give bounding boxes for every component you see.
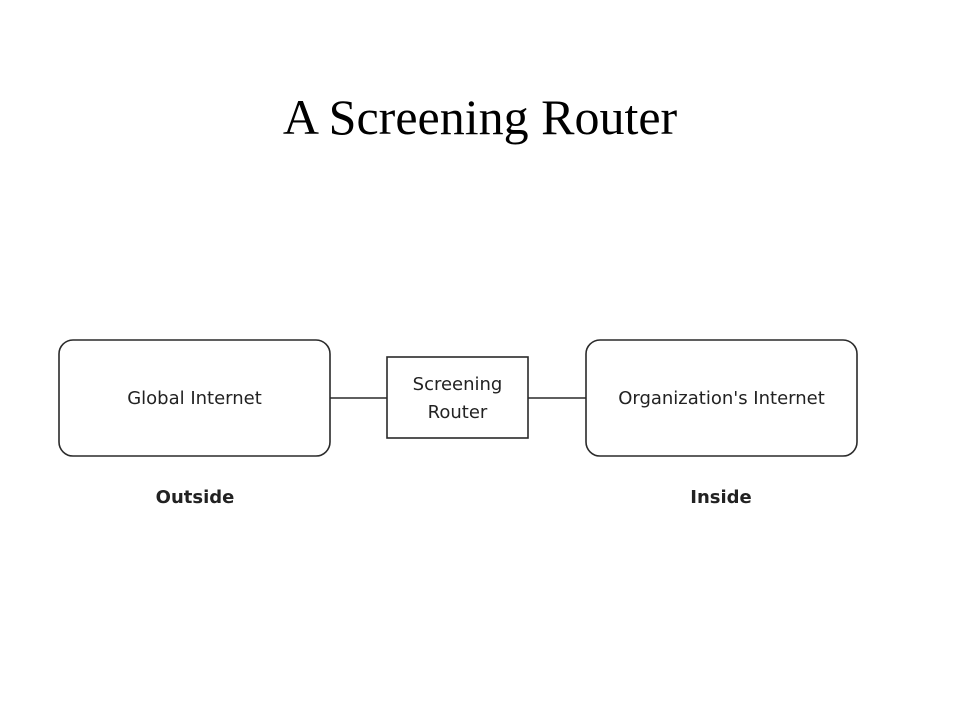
node-screening-router-box [386,356,529,439]
zone-label-inside: Inside [690,487,752,508]
node-organizations-internet: Organization's Internet [585,339,858,457]
node-global-internet-box [58,339,331,457]
node-screening-router-label-line2: Router [428,402,488,423]
node-global-internet: Global Internet [58,339,331,457]
node-screening-router: Screening Router [386,356,529,439]
zone-label-outside: Outside [156,487,235,508]
node-global-internet-label: Global Internet [127,388,262,409]
node-organizations-internet-label: Organization's Internet [618,388,825,409]
slide-title: A Screening Router [282,89,678,145]
node-organizations-internet-box [585,339,858,457]
node-screening-router-label-line1: Screening [413,374,503,395]
